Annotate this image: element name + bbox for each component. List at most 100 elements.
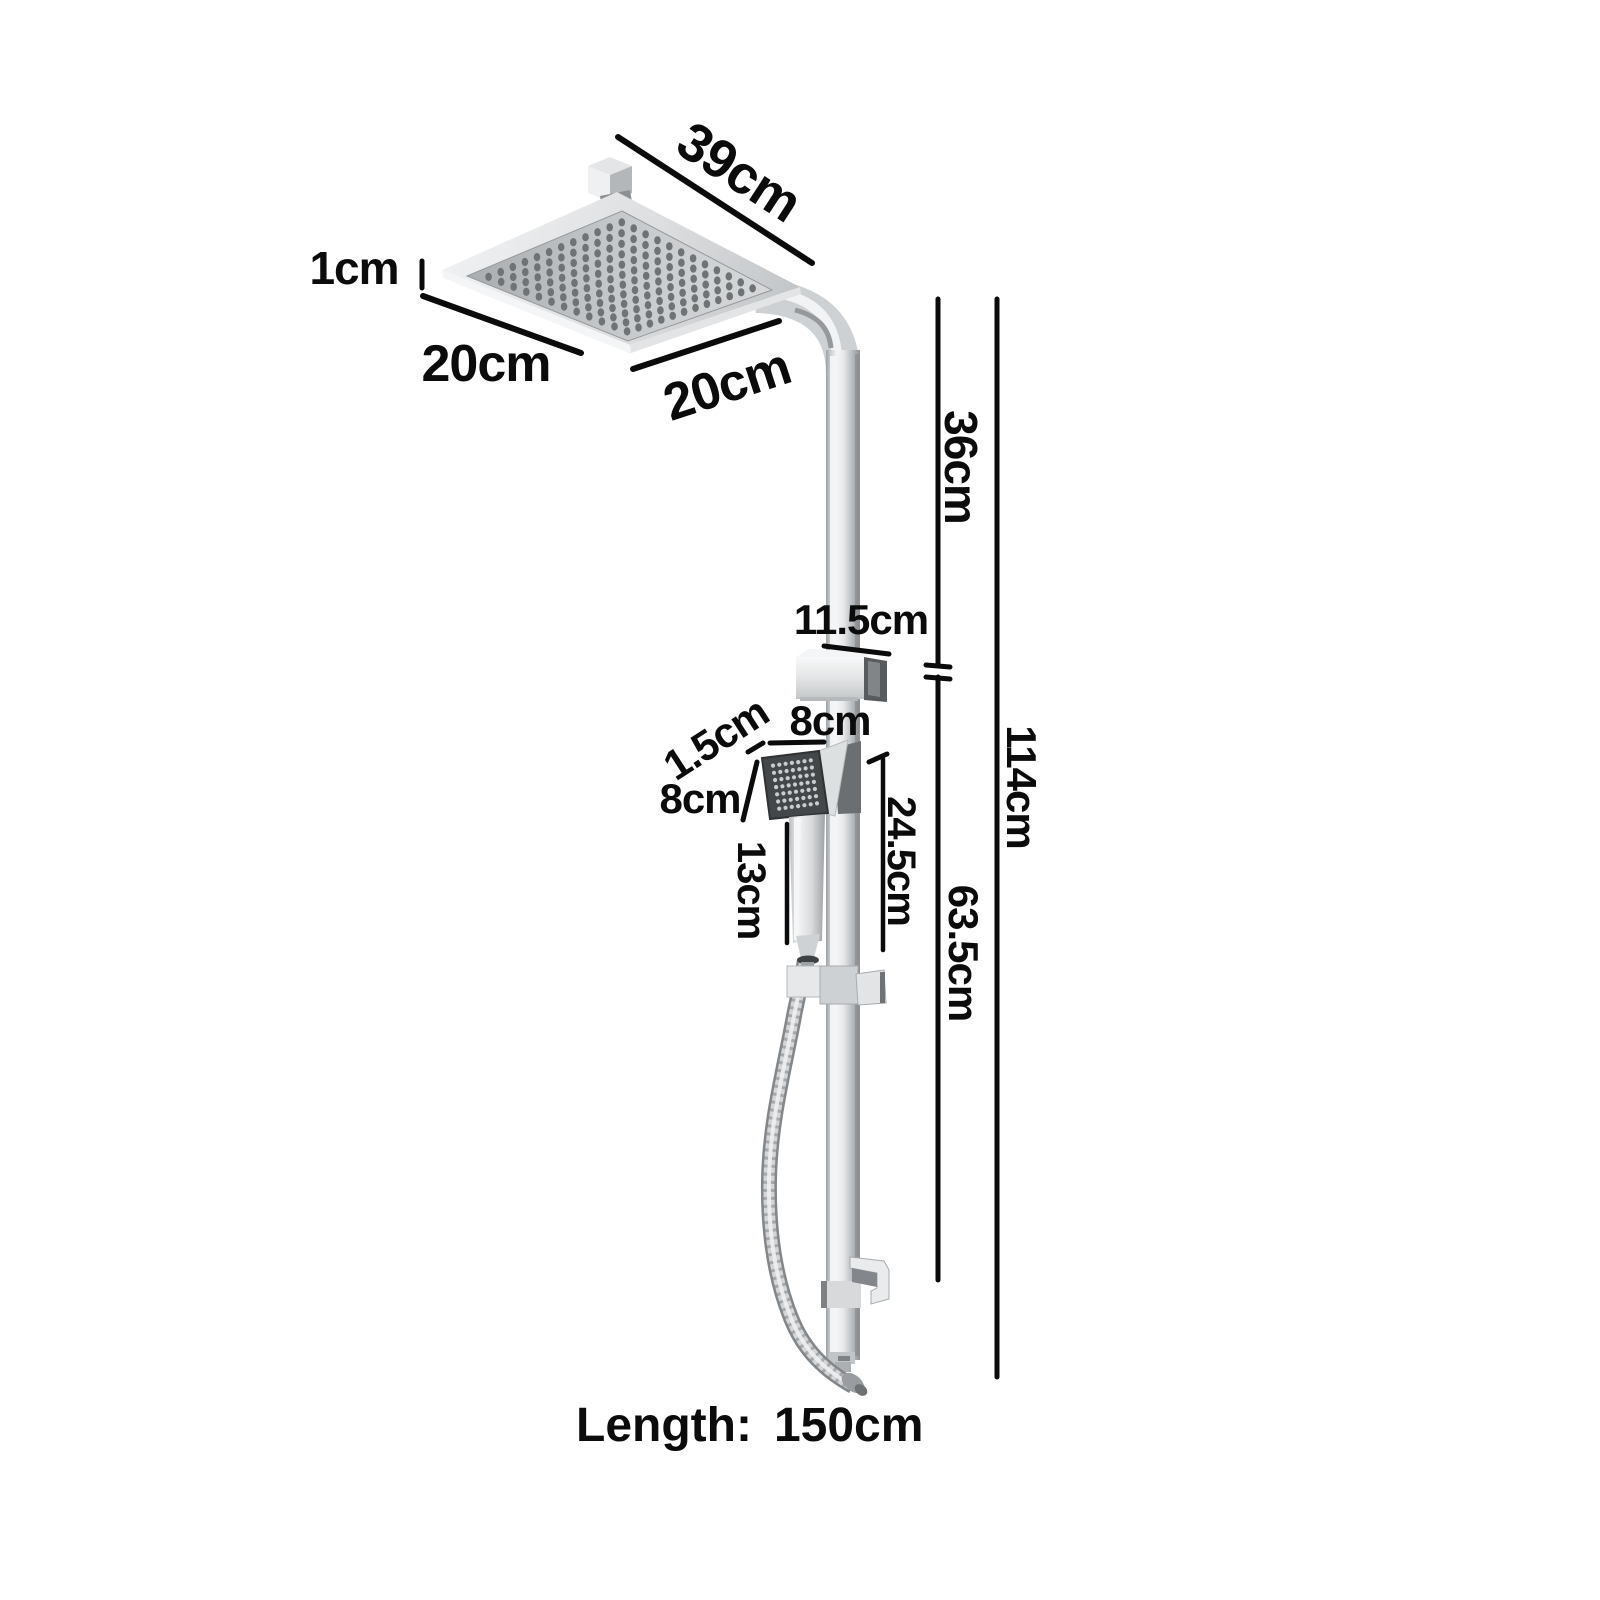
hose-connector-cone [796,934,820,959]
nozzle-dot [702,270,709,279]
nozzle-dot [803,766,808,771]
nozzle-dot [779,777,784,782]
nozzle-dot [654,236,661,245]
nozzle-dot [658,315,665,324]
nozzle-dot [545,248,553,257]
nozzle-dot [618,239,625,248]
dim-line-hand-width-top [767,739,827,746]
nozzle-dot [631,276,638,285]
nozzle-dot [667,283,674,292]
nozzle-dot [655,287,663,296]
dim-label-arm-to-diverter: 11.5cm [793,596,929,643]
nozzle-dot [788,797,793,802]
nozzle-dot [610,313,617,322]
nozzle-dot [548,297,555,306]
nozzle-dot [620,299,628,308]
nozzle-dot [701,260,709,269]
nozzle-dot [582,254,589,263]
nozzle-dot [607,285,615,294]
nozzle-dot [666,252,673,261]
nozzle-dot [703,299,711,309]
nozzle-dot [631,286,639,295]
nozzle-dot [737,288,745,297]
nozzle-dot [805,780,810,785]
nozzle-dot [795,796,800,802]
length-note-label: Length: [576,1399,752,1452]
nozzle-dot [606,254,614,264]
nozzle-dot [509,262,517,272]
nozzle-dot [546,268,553,277]
nozzle-dot [497,267,505,277]
head-thickness-edge [442,270,631,354]
nozzle-dot [582,264,590,273]
nozzle-dot [622,318,630,327]
dim-tick-lower-rail-start [923,674,953,682]
nozzle-dot [645,310,653,319]
nozzle-dot [611,322,618,331]
nozzle-dot [594,238,601,247]
nozzle-dot [796,760,801,765]
nozzle-dot [678,278,686,287]
nozzle-dot [632,295,639,304]
nozzle-dot [810,772,816,777]
length-note-value: 150cm [773,1399,924,1452]
nozzle-dot [773,777,778,783]
dim-line-head-width-right [630,318,782,372]
nozzle-dot [775,792,780,797]
dim-label-upper-rail: 36cm [935,410,987,524]
nozzle-dot [797,767,802,772]
nozzle-dot [725,282,733,291]
nozzle-dot [790,768,796,773]
nozzle-dot [521,257,529,267]
nozzle-dot [546,278,554,287]
nozzle-dot [781,791,786,796]
nozzle-dot [692,303,699,312]
nozzle-dot [666,273,674,282]
nozzle-dot [618,229,625,238]
nozzle-dot [714,286,721,295]
nozzle-dot [777,806,782,811]
dim-label-lower-rail: 63.5cm [940,884,987,1022]
nozzle-dot [633,305,640,314]
nozzle-dot [560,302,568,311]
nozzle-dot [774,785,779,790]
nozzle-dot [635,323,642,332]
dim-label-head-thickness: 1cm [309,242,399,294]
dim-label-hand-width-side: 8cm [659,775,741,822]
dim-tick-slide-travel-start [866,751,890,765]
shower-hose [760,958,868,1396]
nozzle-dot [666,242,673,251]
nozzle-dot [522,278,529,287]
riser-rail [826,350,860,1360]
nozzle-dot [657,306,664,315]
nozzle-dot [644,301,652,310]
nozzle-dot [726,292,733,301]
nozzle-dot [783,761,788,766]
nozzle-dot [668,302,676,311]
nozzle-dot [586,312,593,321]
nozzle-dot [597,308,605,317]
nozzle-dot [783,805,788,810]
nozzle-dot [620,290,627,299]
dim-label-rail-total: 114cm [998,725,1045,849]
nozzle-dot [630,256,638,265]
nozzle-dot [630,224,637,233]
nozzle-dot [606,244,613,253]
nozzle-dot [585,303,592,312]
nozzle-dot [808,802,813,807]
nozzle-dot [792,782,798,787]
dim-line-head-width-left [420,293,584,356]
nozzle-dot [713,266,721,275]
nozzle-dot [737,278,744,287]
nozzle-dot [782,798,787,803]
nozzle-dot [571,288,579,297]
slider-bracket [786,965,887,1006]
dim-line-hand-width-side [740,759,760,823]
rail-end-cap [829,1352,855,1372]
nozzle-dot [800,788,805,793]
nozzle-dot [680,298,687,307]
nozzle-dot [809,765,815,770]
nozzle-dot [607,275,614,284]
nozzle-dot [690,264,697,273]
nozzle-dot [812,786,818,792]
